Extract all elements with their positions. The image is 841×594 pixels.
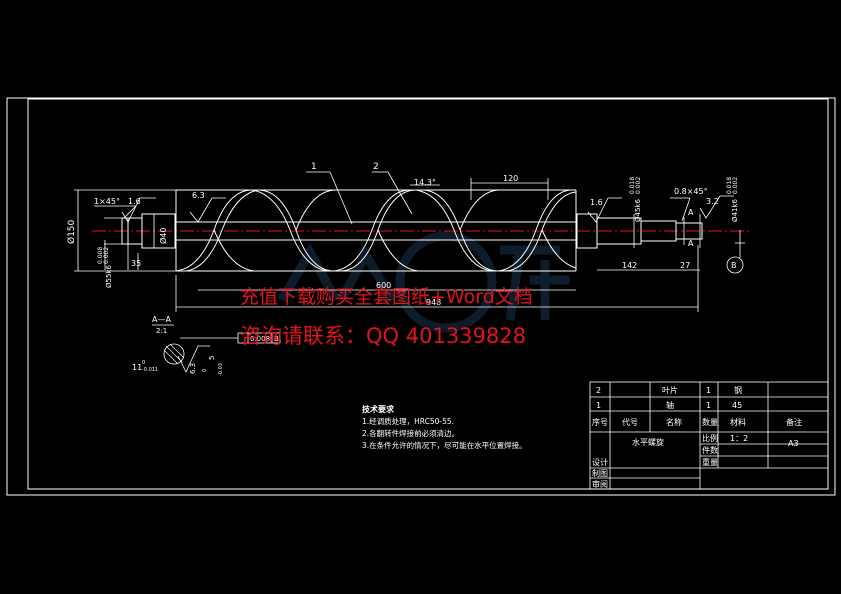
keyway-depth-tol-bottom: -0.03 bbox=[218, 363, 224, 376]
datum-b-label: B bbox=[731, 261, 737, 270]
dimension-lines bbox=[74, 171, 745, 312]
dia-41-label: Ø41k6 bbox=[731, 199, 739, 222]
tol-55-top: 0.008 bbox=[97, 247, 104, 264]
tol-55-bottom: 0.002 bbox=[103, 247, 110, 264]
section-title: A—A bbox=[152, 315, 171, 324]
keyway-depth-tol-top: 0 bbox=[202, 369, 208, 372]
length-948-label: 948 bbox=[426, 298, 441, 307]
header-qty: 数量 bbox=[702, 417, 718, 427]
ratio-value: 1：2 bbox=[730, 434, 748, 443]
screw-flights bbox=[175, 189, 577, 272]
tol-45-top: 0.018 bbox=[629, 177, 636, 194]
roughness-63-label: 6.3 bbox=[192, 191, 205, 200]
note-line-1: 1.经调质处理，HRC50-55. bbox=[362, 416, 454, 426]
note-line-2: 2.各翻转件焊接前必须清边。 bbox=[362, 428, 459, 438]
title-block bbox=[589, 381, 829, 490]
keyway-width-tol-top: 0 bbox=[142, 360, 145, 366]
part-2-label: 2 bbox=[373, 162, 379, 172]
inner-border bbox=[27, 98, 829, 490]
row1-qty: 1 bbox=[706, 401, 711, 410]
outer-border bbox=[6, 97, 836, 496]
row1-number: 1 bbox=[596, 401, 601, 410]
dia-45-label: Ø45k6 bbox=[634, 199, 642, 222]
header-material: 材料 bbox=[730, 417, 746, 427]
ratio-label: 比例 bbox=[702, 433, 718, 443]
dia-55-label: Ø55k6 bbox=[105, 265, 113, 288]
tol-41-top: 0.018 bbox=[726, 177, 733, 194]
chamfer-right-label: 0.8×45° bbox=[674, 187, 708, 196]
row2-number: 2 bbox=[596, 386, 601, 395]
keyway-width-label: 11 bbox=[132, 363, 142, 372]
row1-material: 45 bbox=[732, 401, 742, 410]
angle-label: 14.3° bbox=[414, 178, 436, 187]
technical-notes: 技术要求 1.经调质处理，HRC50-55. 2.各翻转件焊接前必须清边。 3.… bbox=[362, 404, 527, 450]
count-label: 件数 bbox=[702, 445, 718, 455]
watermark-line-1: 充值下载购买全套图纸+Word文档 bbox=[240, 286, 533, 308]
dia-40-label: Ø40 bbox=[158, 228, 168, 244]
section-scale: 2:1 bbox=[156, 327, 167, 335]
roughness-32-label: 3.2 bbox=[706, 197, 719, 206]
keyway-depth-label: 5 bbox=[208, 356, 216, 360]
row2-name: 叶片 bbox=[662, 385, 678, 395]
design-label: 设计 bbox=[592, 457, 608, 467]
datum-b-circle bbox=[726, 256, 744, 274]
roughness-right-label: 1.6 bbox=[590, 198, 603, 207]
roughness-symbols bbox=[121, 195, 734, 373]
section-a-top-label: A bbox=[688, 208, 694, 217]
tol-41-bottom: 0.002 bbox=[732, 177, 739, 194]
row2-material: 钢 bbox=[734, 385, 742, 395]
keyway-width-tol-bottom: -0.011 bbox=[142, 367, 158, 373]
header-remark: 备注 bbox=[786, 417, 802, 427]
part-1-label: 1 bbox=[311, 162, 317, 172]
tolerance-frame-value: 0.008 bbox=[250, 335, 270, 343]
review-label: 审阅 bbox=[592, 479, 608, 489]
length-142-label: 142 bbox=[622, 261, 637, 270]
weight-label: 重量 bbox=[702, 457, 718, 467]
tolerance-frame-datum: B bbox=[274, 335, 279, 343]
row1-name: 轴 bbox=[666, 400, 674, 410]
length-27-label: 27 bbox=[680, 261, 690, 270]
paper-size: A3 bbox=[788, 439, 799, 448]
tol-45-bottom: 0.002 bbox=[635, 177, 642, 194]
header-code: 代号 bbox=[622, 417, 638, 427]
chamfer-left-label: 1×45° bbox=[94, 197, 120, 206]
length-600-label: 600 bbox=[376, 281, 391, 290]
header-name: 名称 bbox=[666, 417, 682, 427]
watermark-line-2: 咨询请联系：QQ 401339828 bbox=[240, 324, 526, 348]
pitch-label: 120 bbox=[503, 174, 518, 183]
draft-label: 制图 bbox=[592, 468, 608, 478]
row2-qty: 1 bbox=[706, 386, 711, 395]
notes-title: 技术要求 bbox=[362, 404, 395, 414]
drawing-name: 水平螺旋 bbox=[632, 437, 664, 447]
shaft-body bbox=[121, 189, 703, 272]
section-roughness-label: 6.3 bbox=[189, 363, 197, 374]
roughness-left-label: 1.6 bbox=[128, 197, 141, 206]
header-no: 序号 bbox=[592, 417, 608, 427]
section-a-bottom-label: A bbox=[688, 239, 694, 248]
note-line-3: 3.在条件允许的情况下，尽可能在水平位置焊接。 bbox=[362, 440, 527, 450]
length-35-label: 35 bbox=[131, 259, 141, 268]
dia-150-label: Ø150 bbox=[66, 219, 77, 244]
section-view: A—A 2:1 0.008 B 11 0 -0.011 6.3 5 0 -0.0… bbox=[132, 315, 281, 376]
